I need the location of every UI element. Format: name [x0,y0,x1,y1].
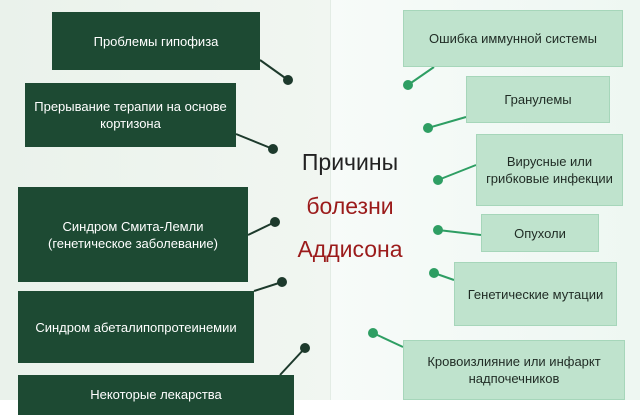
connector-dot-right-4 [433,225,443,235]
cause-box-medications: Некоторые лекарства [18,375,294,415]
cause-label: Вирусные или грибковые инфекции [486,154,613,186]
connector-left-5 [279,347,306,376]
connector-lines [235,59,482,376]
connector-dot-left-4 [277,277,287,287]
cause-box-pituitary: Проблемы гипофиза [52,12,260,70]
panel-divider [330,0,331,400]
cause-box-smith-lemli: Синдром Смита-Лемли (генетическое заболе… [18,187,248,282]
cause-box-abetalipoproteinemia: Синдром абеталипопротеинемии [18,291,254,363]
connector-dot-left-1 [283,75,293,85]
connector-dot-left-5 [300,343,310,353]
cause-label: Генетические мутации [467,286,604,302]
title-line-1: Причины [301,149,399,175]
cause-box-infections: Вирусные или грибковые инфекции [476,134,623,206]
title-line-2: болезни [306,193,394,219]
connector-right-3 [437,164,477,181]
cause-label: Гранулемы [504,92,572,107]
connector-right-4 [437,229,482,236]
connector-left-1 [259,59,289,81]
connector-dot-right-3 [433,175,443,185]
cause-box-cortisone-interruption: Прерывание терапии на основе кортизона [25,83,236,147]
cause-label: Кровоизлияние или инфаркт надпочечников [427,354,601,386]
cause-label: Синдром Смита-Лемли (генетическое заболе… [47,218,218,251]
title-line-3: Аддисона [297,236,403,262]
cause-box-hemorrhage: Кровоизлияние или инфаркт надпочечников [403,340,625,400]
connector-dot-left-2 [268,144,278,154]
cause-label: Проблемы гипофиза [93,33,219,49]
connector-right-2 [427,116,467,129]
cause-box-tumors: Опухоли [481,214,599,252]
connector-dot-right-5 [429,268,439,278]
connector-left-2 [235,133,274,150]
cause-label: Синдром абеталипопротеинемии [35,319,237,335]
connector-dot-right-1 [403,80,413,90]
cause-box-immune-error: Ошибка иммунной системы [403,10,623,67]
cause-label: Ошибка иммунной системы [429,31,597,46]
connector-right-6 [372,332,404,348]
connector-dot-right-2 [423,123,433,133]
cause-box-granulomas: Гранулемы [466,76,610,123]
cause-label: Опухоли [514,225,566,241]
cause-box-genetic-mutations: Генетические мутации [454,262,617,326]
cause-label: Прерывание терапии на основе кортизона [34,99,227,131]
connector-dot-left-3 [270,217,280,227]
cause-label: Некоторые лекарства [90,387,222,402]
connector-right-1 [407,66,435,86]
connector-dot-right-6 [368,328,378,338]
